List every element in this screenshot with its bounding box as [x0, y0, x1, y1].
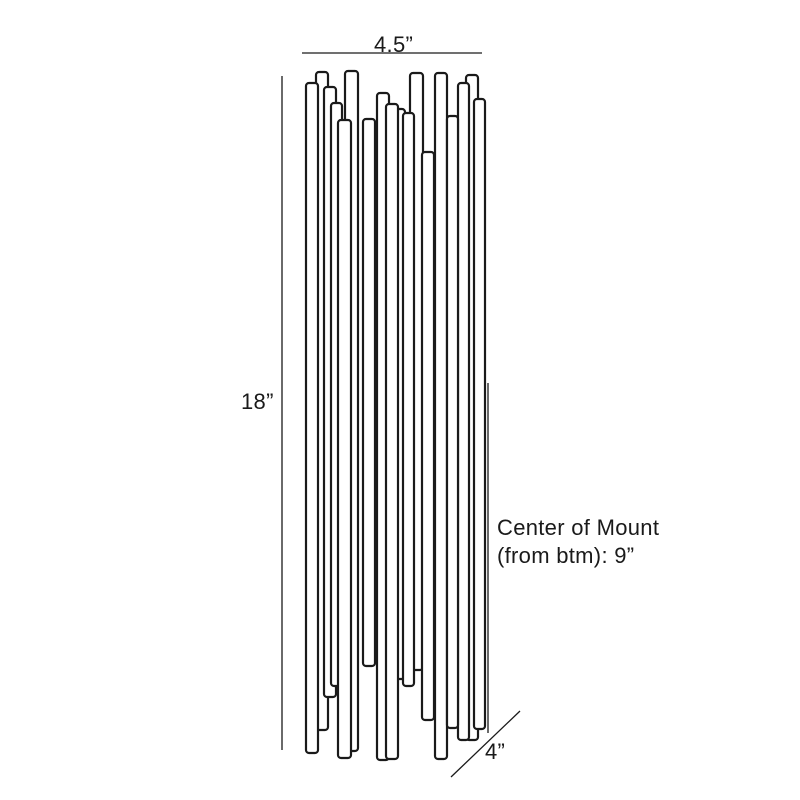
rod — [433, 71, 449, 761]
depth-dimension-line — [450, 710, 521, 778]
rod — [456, 81, 471, 742]
mount-label-line2: (from btm): 9” — [497, 543, 635, 568]
depth-label: 4” — [485, 739, 506, 764]
rod — [401, 111, 416, 688]
rod — [361, 117, 377, 668]
rod — [336, 118, 353, 760]
rod — [472, 97, 487, 731]
rod — [420, 150, 436, 722]
mount-label: Center of Mount (from btm): 9” — [497, 514, 659, 570]
width-label: 4.5” — [374, 32, 414, 57]
height-label: 18” — [241, 389, 274, 414]
rod — [445, 114, 460, 730]
rod — [304, 81, 320, 755]
mount-label-line1: Center of Mount — [497, 515, 660, 540]
rod — [384, 102, 400, 761]
